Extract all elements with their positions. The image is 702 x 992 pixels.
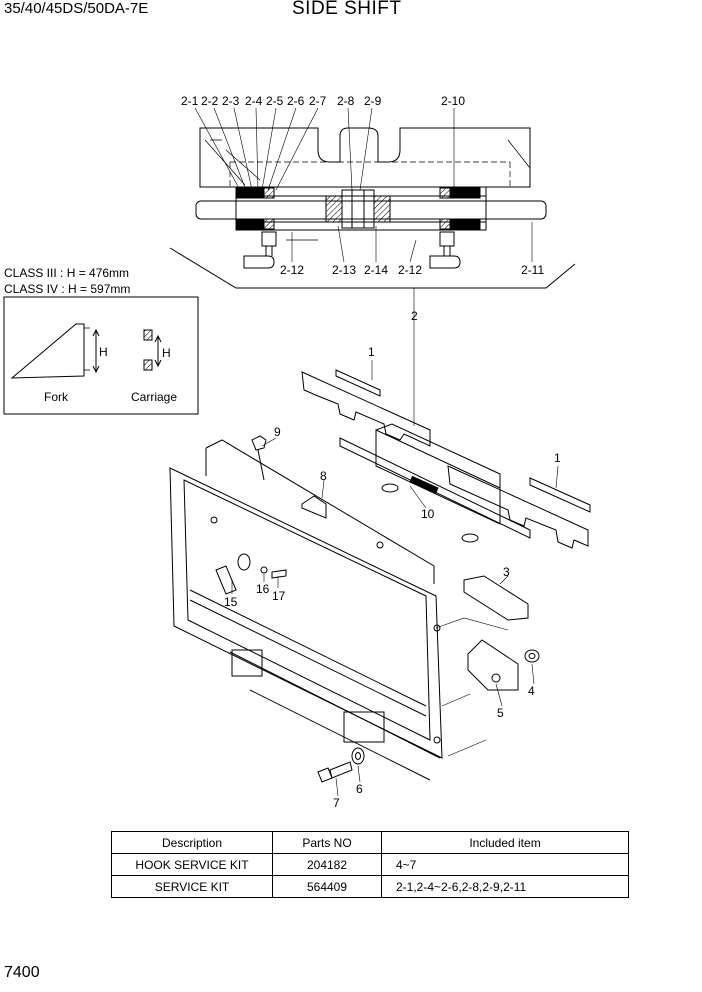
row-parts-no: 204182 bbox=[272, 853, 382, 876]
callout-8: 8 bbox=[320, 469, 327, 483]
callout-2-7: 2-7 bbox=[309, 94, 327, 108]
callout-17: 17 bbox=[272, 589, 286, 603]
service-kit-table: Description Parts NO Included item HOOK … bbox=[111, 831, 629, 898]
inset-h-fork: H bbox=[99, 345, 108, 359]
side-shift-cylinder bbox=[339, 423, 531, 543]
bolt-9 bbox=[251, 435, 267, 481]
callout-2-14: 2-14 bbox=[364, 263, 388, 277]
callout-3: 3 bbox=[503, 565, 510, 579]
page-title: SIDE SHIFT bbox=[292, 0, 402, 19]
callout-10: 10 bbox=[421, 507, 435, 521]
callout-2-5: 2-5 bbox=[266, 94, 284, 108]
callout-2-12-left: 2-12 bbox=[280, 263, 304, 277]
row-parts-no: 564409 bbox=[272, 875, 382, 898]
page-number: 7400 bbox=[4, 964, 40, 981]
row-description: SERVICE KIT bbox=[111, 875, 273, 898]
hook-plate-left bbox=[301, 369, 431, 447]
inset-fork-label: Fork bbox=[44, 390, 69, 404]
lower-hook bbox=[467, 639, 519, 691]
callout-2-6: 2-6 bbox=[287, 94, 305, 108]
callout-2-13: 2-13 bbox=[332, 263, 356, 277]
callout-2-4: 2-4 bbox=[245, 94, 263, 108]
callout-2: 2 bbox=[411, 309, 418, 323]
callout-6: 6 bbox=[356, 782, 363, 796]
carriage-frame bbox=[169, 439, 443, 781]
table-header-row: Description Parts NO Included item bbox=[111, 831, 629, 854]
inset-h-carriage: H bbox=[162, 346, 171, 360]
table-row: HOOK SERVICE KIT 204182 4~7 bbox=[111, 853, 629, 876]
exploded-leader-lines bbox=[231, 360, 559, 797]
bolt-7 bbox=[317, 761, 353, 783]
screw-17 bbox=[271, 569, 287, 579]
row-description: HOOK SERVICE KIT bbox=[111, 853, 273, 876]
callout-9: 9 bbox=[274, 425, 281, 439]
wear-pad bbox=[463, 575, 529, 621]
header-parts-no: Parts NO bbox=[272, 831, 382, 854]
callout-2-11: 2-11 bbox=[521, 263, 544, 277]
callout-4: 4 bbox=[528, 684, 535, 698]
class-note: CLASS IV : H = 597mm bbox=[4, 282, 131, 296]
callout-1-left: 1 bbox=[368, 345, 375, 359]
callout-1-right: 1 bbox=[554, 451, 561, 465]
callout-2-3: 2-3 bbox=[222, 94, 240, 108]
callout-16: 16 bbox=[256, 582, 270, 596]
callout-2-12-right: 2-12 bbox=[398, 263, 422, 277]
header-description: Description bbox=[111, 831, 273, 854]
row-included-item: 2-1,2-4~2-6,2-8,2-9,2-11 bbox=[381, 875, 629, 898]
washer-16 bbox=[260, 566, 268, 574]
callout-2-8: 2-8 bbox=[337, 94, 355, 108]
callout-15: 15 bbox=[224, 595, 238, 609]
class-inset bbox=[3, 296, 199, 415]
callout-2-10: 2-10 bbox=[441, 94, 465, 108]
nut-4 bbox=[524, 649, 540, 663]
inset-carriage-label: Carriage bbox=[131, 390, 177, 404]
class-note: CLASS III : H = 476mm bbox=[4, 266, 130, 280]
model-number: 35/40/45DS/50DA-7E bbox=[4, 0, 149, 17]
callout-2-1: 2-1 bbox=[181, 94, 199, 108]
header-included-item: Included item bbox=[381, 831, 629, 854]
top-leader-lines bbox=[194, 107, 533, 426]
callout-5: 5 bbox=[497, 706, 504, 720]
hook-plate-right bbox=[447, 465, 591, 549]
bracket-15 bbox=[215, 553, 251, 595]
callout-2-9: 2-9 bbox=[364, 94, 382, 108]
washer-6 bbox=[351, 747, 365, 765]
table-row: SERVICE KIT 564409 2-1,2-4~2-6,2-8,2-9,2… bbox=[111, 875, 629, 898]
callout-2-2: 2-2 bbox=[201, 94, 219, 108]
callout-7: 7 bbox=[333, 796, 340, 810]
row-included-item: 4~7 bbox=[381, 853, 629, 876]
